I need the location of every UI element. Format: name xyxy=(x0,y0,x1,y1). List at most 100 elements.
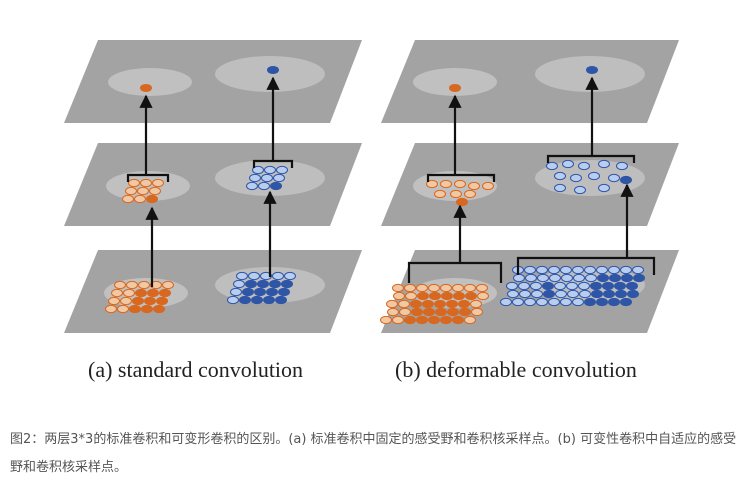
sampling-point xyxy=(524,297,536,307)
sampling-point xyxy=(567,289,579,299)
sampling-point xyxy=(452,315,464,325)
sampling-point xyxy=(507,289,519,299)
sampling-point xyxy=(411,307,423,317)
panel-a-top-layer xyxy=(64,40,362,123)
sampling-point xyxy=(129,304,141,314)
sampling-point xyxy=(404,315,416,325)
sampling-point xyxy=(584,265,596,275)
sampling-point xyxy=(140,178,152,188)
sampling-point xyxy=(233,279,245,289)
sampling-point xyxy=(125,186,137,196)
sampling-point xyxy=(147,288,159,298)
sampling-point xyxy=(621,273,633,283)
sampling-point xyxy=(554,281,566,291)
panel-b-top-blue-unit xyxy=(586,66,598,74)
sampling-point xyxy=(272,271,284,281)
sampling-point xyxy=(598,159,610,169)
sampling-point xyxy=(434,189,446,199)
sampling-point xyxy=(245,279,257,289)
sampling-point xyxy=(111,288,123,298)
sampling-point xyxy=(549,273,561,283)
sampling-point xyxy=(275,295,287,305)
sampling-point xyxy=(269,279,281,289)
sampling-point xyxy=(525,273,537,283)
sampling-point xyxy=(524,265,536,275)
sampling-point xyxy=(464,315,476,325)
sampling-point xyxy=(254,287,266,297)
panel-a-bottom-blue-grid xyxy=(227,271,296,305)
sampling-point xyxy=(230,287,242,297)
sampling-point xyxy=(264,165,276,175)
sampling-point xyxy=(120,296,132,306)
sampling-point xyxy=(134,194,146,204)
sampling-point xyxy=(137,186,149,196)
sampling-point xyxy=(531,289,543,299)
sampling-point xyxy=(506,281,518,291)
sampling-point xyxy=(273,173,285,183)
sampling-point xyxy=(570,173,582,183)
sampling-point xyxy=(560,297,572,307)
panel-a-top-blue-unit xyxy=(267,66,279,74)
sampling-point xyxy=(149,186,161,196)
sampling-point xyxy=(227,295,239,305)
sampling-point xyxy=(464,189,476,199)
sampling-point xyxy=(464,283,476,293)
sampling-point xyxy=(548,297,560,307)
sampling-point xyxy=(513,273,525,283)
sampling-point xyxy=(554,171,566,181)
sampling-point xyxy=(602,281,614,291)
panel-a-middle-blue-grid xyxy=(246,165,288,191)
sampling-point xyxy=(398,299,410,309)
sampling-point xyxy=(440,179,452,189)
sampling-point xyxy=(138,280,150,290)
sampling-point xyxy=(428,283,440,293)
sampling-point xyxy=(615,289,627,299)
sampling-point xyxy=(380,315,392,325)
sampling-point xyxy=(393,291,405,301)
sampling-point xyxy=(597,273,609,283)
sampling-point xyxy=(428,315,440,325)
sampling-point xyxy=(585,273,597,283)
sampling-point xyxy=(572,265,584,275)
sampling-point xyxy=(530,281,542,291)
convolution-figure xyxy=(64,40,679,333)
sampling-point xyxy=(537,273,549,283)
sampling-point xyxy=(392,283,404,293)
sampling-point xyxy=(132,296,144,306)
sampling-point xyxy=(620,265,632,275)
sampling-point xyxy=(410,299,422,309)
sampling-point xyxy=(141,304,153,314)
sampling-point xyxy=(135,288,147,298)
panel-b-arrows xyxy=(407,76,656,283)
sampling-point xyxy=(150,280,162,290)
sampling-point xyxy=(459,307,471,317)
sampling-point xyxy=(261,173,273,183)
sampling-point xyxy=(257,279,269,289)
panel-b-label: (b) deformable convolution xyxy=(395,357,637,382)
sampling-point xyxy=(276,165,288,175)
sampling-point xyxy=(450,189,462,199)
panel-b-middle-blue-points xyxy=(546,159,632,195)
sampling-point xyxy=(404,283,416,293)
sampling-point xyxy=(251,295,263,305)
sampling-point xyxy=(263,295,275,305)
sampling-point xyxy=(447,307,459,317)
sampling-point xyxy=(626,281,638,291)
sampling-point xyxy=(422,299,434,309)
panel-a-bottom-layer xyxy=(64,250,362,333)
sampling-point xyxy=(399,307,411,317)
sampling-point xyxy=(542,281,554,291)
sampling-point xyxy=(105,304,117,314)
sampling-point xyxy=(162,280,174,290)
sampling-point xyxy=(573,273,585,283)
sampling-point xyxy=(614,281,626,291)
sampling-point xyxy=(518,281,530,291)
sampling-point xyxy=(598,183,610,193)
sampling-point xyxy=(146,194,158,204)
sampling-point xyxy=(270,181,282,191)
figure-caption: 图2：两层3*3的标准卷积和可变形卷积的区别。(a) 标准卷积中固定的感受野和卷… xyxy=(10,432,737,475)
sampling-point xyxy=(284,271,296,281)
sampling-point xyxy=(117,304,129,314)
sampling-point xyxy=(543,289,555,299)
panel-a-label: (a) standard convolution xyxy=(88,357,304,382)
